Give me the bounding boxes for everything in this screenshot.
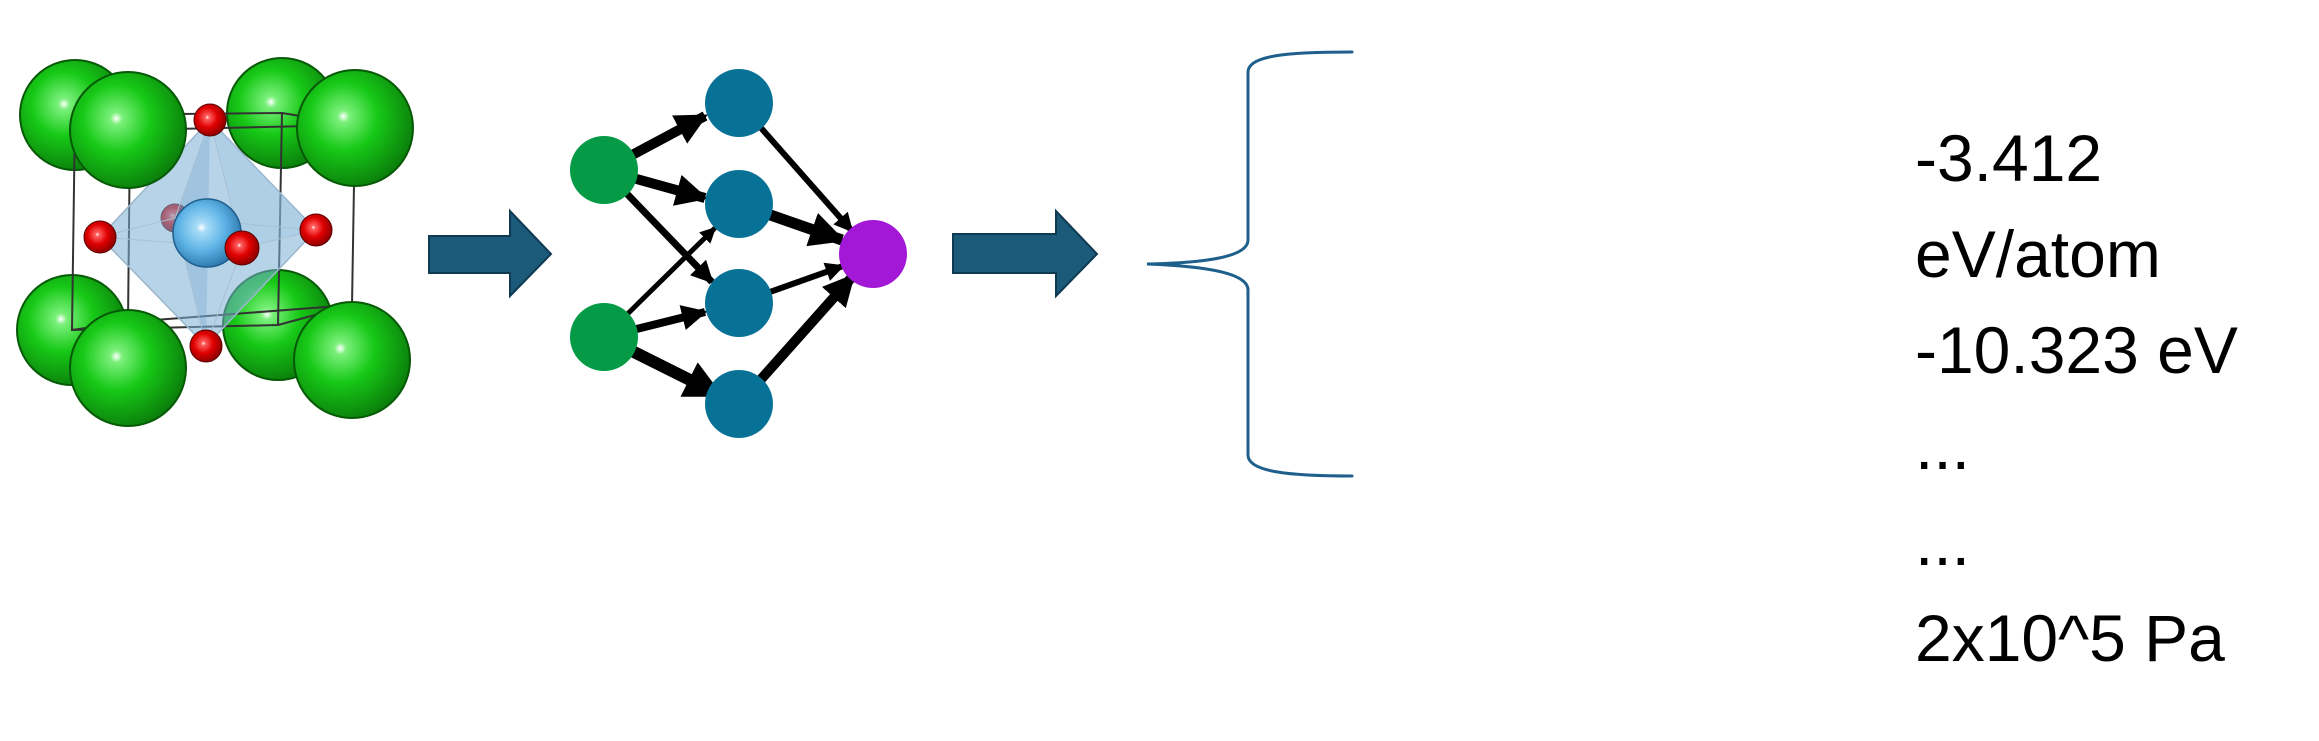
large-atom-front-bottom-right (293, 301, 411, 419)
output-node (839, 220, 907, 288)
output-line-ellipsis: ... (1915, 409, 1971, 483)
oxygen-atom-left (83, 220, 117, 254)
hidden-node-4 (705, 370, 773, 438)
output-line-pressure: 2x10^5 Pa (1915, 601, 2225, 675)
output-line-ellipsis: ... (1915, 505, 1971, 579)
hidden-node-1 (705, 69, 773, 137)
oxygen-atom-bottom (189, 329, 223, 363)
output-values: -3.412 eV/atom -10.323 eV ... ... 2x10^5… (1915, 110, 2315, 686)
network-edges (601, 101, 857, 408)
curly-brace (1146, 50, 1354, 478)
large-atom-front-top-left (69, 71, 187, 189)
oxygen-atom-front (224, 230, 260, 266)
neural-network (570, 69, 907, 438)
hidden-node-3 (705, 269, 773, 337)
input-node-2 (570, 303, 638, 371)
output-line-energy-unit: eV/atom (1915, 217, 2161, 291)
output-line-total-energy: -10.323 eV (1915, 313, 2238, 387)
flow-arrow-right-icon (428, 208, 553, 299)
output-line-energy-value: -3.412 (1915, 121, 2103, 195)
oxygen-atom-top (193, 103, 227, 137)
input-node-1 (570, 136, 638, 204)
large-atom-front-top-right (296, 69, 414, 187)
hidden-node-2 (705, 170, 773, 238)
flow-arrow-right-icon (952, 208, 1099, 299)
crystal-structure (16, 57, 414, 427)
oxygen-atom-right (299, 213, 333, 247)
large-atom-front-bottom-left (69, 309, 187, 427)
